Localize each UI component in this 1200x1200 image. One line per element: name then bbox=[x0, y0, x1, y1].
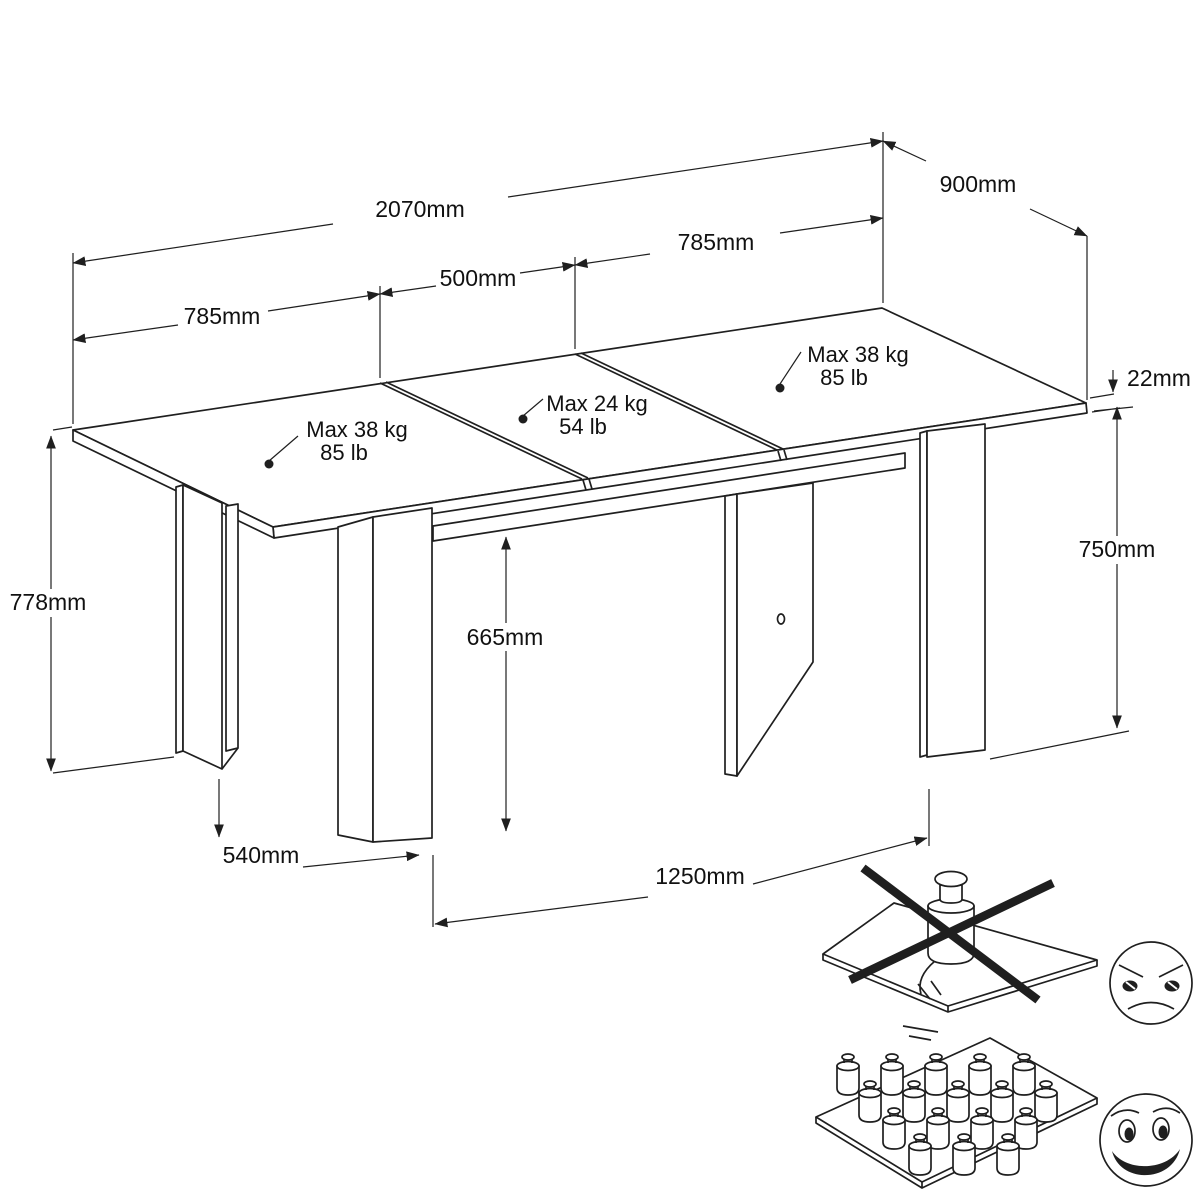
small-weight-icon bbox=[1034, 1080, 1058, 1123]
small-weight-icon bbox=[968, 1053, 992, 1096]
leaf-divider-left bbox=[379, 381, 589, 480]
load-left-line2: 85 lb bbox=[320, 440, 368, 465]
callout-dot-right bbox=[775, 383, 785, 393]
small-weight-icon bbox=[924, 1053, 948, 1096]
table-drawing bbox=[72, 307, 1088, 843]
center-leg-panel bbox=[724, 482, 814, 777]
left-front-leg-panel bbox=[337, 507, 433, 843]
table-apron bbox=[432, 452, 906, 542]
right-leg-panel bbox=[919, 423, 986, 758]
small-weight-icon bbox=[858, 1080, 882, 1123]
load-center-line1: Max 24 kg bbox=[546, 391, 648, 416]
small-weight-icon bbox=[970, 1107, 994, 1150]
small-weight-icon bbox=[882, 1107, 906, 1150]
dim-top-thickness-label: 22mm bbox=[1127, 365, 1191, 391]
small-weight-icon bbox=[1014, 1107, 1038, 1150]
point-load-crossed-pictogram bbox=[822, 864, 1193, 1041]
load-limit-callouts: Max 38 kg 85 lb Max 24 kg 54 lb Max 38 k… bbox=[264, 342, 909, 469]
dim-leg-depth-label: 540mm bbox=[223, 842, 300, 868]
small-weight-icon bbox=[946, 1080, 970, 1123]
x-cross-icon bbox=[848, 864, 1055, 1004]
angry-face-icon bbox=[1109, 941, 1193, 1025]
dim-right-leaf-label: 785mm bbox=[678, 229, 755, 255]
callout-dot-center bbox=[518, 414, 528, 424]
small-weight-icon bbox=[836, 1053, 860, 1096]
callout-dot-left bbox=[264, 459, 274, 469]
dim-underside-height-label: 750mm bbox=[1079, 536, 1156, 562]
left-back-leg-panel bbox=[175, 484, 239, 770]
dim-total-length-label: 2070mm bbox=[375, 196, 464, 222]
dimension-labels: 2070mm 785mm 500mm 785mm 900mm 22mm 750m… bbox=[10, 171, 1191, 889]
small-weight-icon bbox=[1012, 1053, 1036, 1096]
dim-leg-spacing-label: 1250mm bbox=[655, 863, 744, 889]
load-left-line1: Max 38 kg bbox=[306, 417, 408, 442]
load-center-line2: 54 lb bbox=[559, 414, 607, 439]
load-right-line1: Max 38 kg bbox=[807, 342, 909, 367]
tabletop bbox=[72, 307, 1088, 539]
small-weight-icon bbox=[926, 1107, 950, 1150]
happy-face-icon bbox=[1099, 1093, 1193, 1187]
small-weight-icon bbox=[902, 1080, 926, 1123]
small-weight-icon bbox=[996, 1133, 1020, 1176]
dim-extension-label: 500mm bbox=[440, 265, 517, 291]
small-weight-icon bbox=[952, 1133, 976, 1176]
small-weight-icon bbox=[990, 1080, 1014, 1123]
dim-clearance-label: 665mm bbox=[467, 624, 544, 650]
dimension-lines bbox=[46, 132, 1134, 928]
leaf-divider-right bbox=[574, 352, 784, 451]
table-legs bbox=[175, 423, 986, 843]
distributed-load-pictogram bbox=[815, 1037, 1193, 1189]
small-weights-grid bbox=[836, 1053, 1058, 1176]
small-weight-icon bbox=[908, 1133, 932, 1176]
small-weight-icon bbox=[880, 1053, 904, 1096]
load-right-line2: 85 lb bbox=[820, 365, 868, 390]
dim-total-height-label: 778mm bbox=[10, 589, 87, 615]
cam-hole bbox=[776, 613, 786, 625]
dim-depth-label: 900mm bbox=[940, 171, 1017, 197]
dim-left-leaf-label: 785mm bbox=[184, 303, 261, 329]
